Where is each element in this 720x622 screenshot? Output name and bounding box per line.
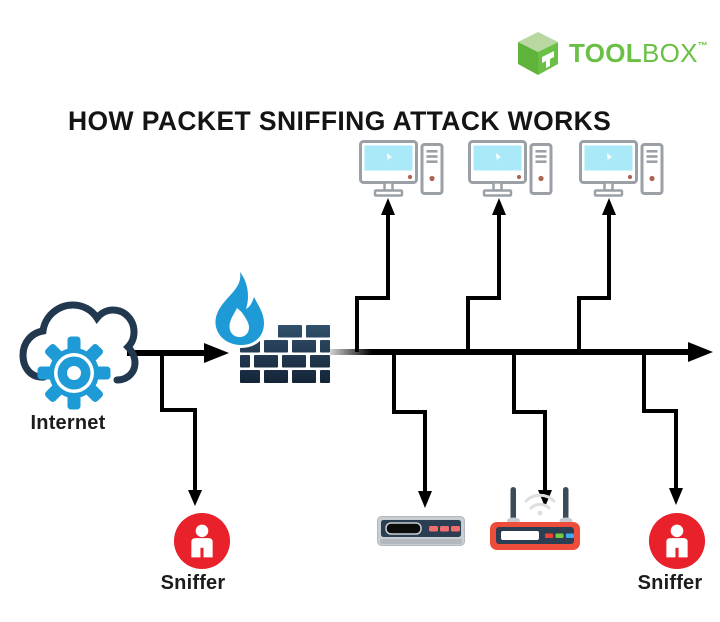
wifi-router-icon bbox=[487, 486, 583, 552]
firewall-icon bbox=[212, 266, 330, 383]
gear-icon bbox=[37, 336, 111, 410]
flame-inner bbox=[229, 308, 250, 338]
desktop-computer-icon-2 bbox=[468, 140, 553, 198]
wordmark-bold: TOOL bbox=[569, 37, 642, 68]
trademark-symbol: ™ bbox=[697, 40, 708, 52]
sniffer-label-right: Sniffer bbox=[637, 572, 703, 594]
arrow-to-router bbox=[512, 352, 552, 507]
desktop-computer-icon-3 bbox=[579, 140, 664, 198]
cloud-internet-icon bbox=[19, 301, 139, 410]
cloud-outline bbox=[19, 301, 139, 384]
arrow-to-sniffer-right bbox=[642, 352, 683, 505]
arrow-to-computer-3 bbox=[577, 198, 616, 352]
arrow-internet-to-firewall bbox=[127, 343, 229, 363]
arrow-to-sniffer-left bbox=[160, 353, 202, 506]
sniffer-person-icon-right bbox=[648, 512, 706, 570]
arrow-to-computer-2 bbox=[466, 198, 506, 352]
arrow-to-computer-1 bbox=[355, 198, 395, 352]
internet-label: Internet bbox=[30, 412, 106, 434]
flame-icon bbox=[212, 266, 268, 349]
toolbox-cube-icon bbox=[518, 32, 558, 75]
desktop-computer-icon-1 bbox=[359, 140, 444, 198]
toolbox-wordmark: TOOLBOX™ bbox=[569, 38, 708, 69]
sniffer-label-left: Sniffer bbox=[160, 572, 226, 594]
network-backbone-arrow bbox=[330, 342, 713, 362]
toolbox-logo: TOOLBOX™ bbox=[516, 30, 708, 76]
page-title: HOW PACKET SNIFFING ATTACK WORKS bbox=[68, 105, 612, 136]
network-switch-icon bbox=[377, 516, 465, 548]
arrow-to-switch bbox=[392, 352, 432, 508]
sniffer-person-icon-left bbox=[173, 512, 231, 570]
wordmark-regular: BOX bbox=[641, 37, 698, 68]
